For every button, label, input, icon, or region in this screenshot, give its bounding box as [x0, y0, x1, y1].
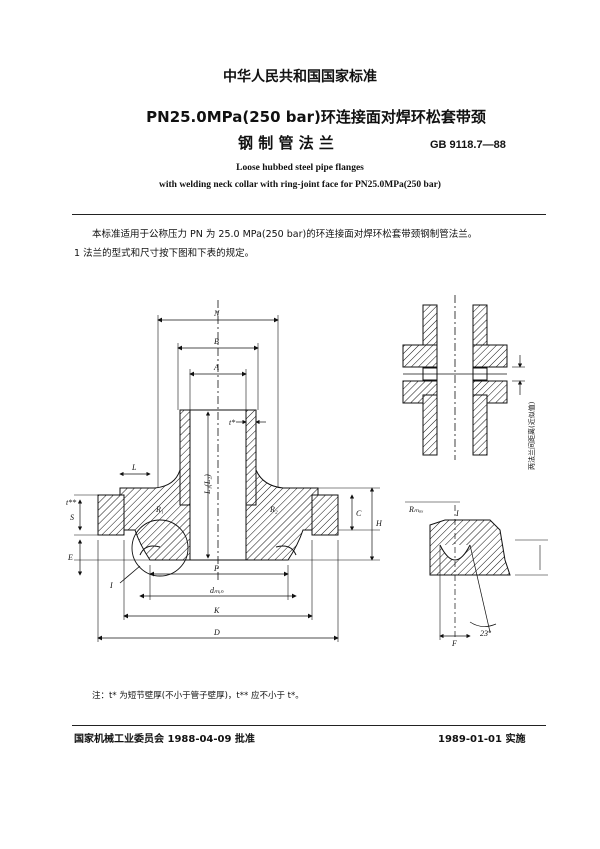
standard-code: GB 9118.7—88	[430, 139, 506, 151]
detail-ref-I: I	[109, 581, 113, 590]
effective-date: 1989-01-01 实施	[438, 734, 526, 745]
dim-N: N	[213, 309, 220, 318]
dim-R2: R₂	[269, 505, 278, 514]
dim-dmin: dₘᵢₙ	[210, 586, 224, 595]
english-title-line1: Loose hubbed steel pipe flanges	[236, 163, 364, 173]
detail-title-I: I	[455, 509, 459, 518]
dim-P: P	[213, 564, 219, 573]
dim-C: C	[356, 509, 362, 518]
dim-E: E	[67, 553, 73, 562]
footer-divider	[72, 725, 546, 726]
dim-D: D	[213, 628, 220, 637]
dim-t-star: t*	[229, 418, 235, 427]
dim-t-star2: t**	[66, 498, 76, 507]
main-section-view	[74, 300, 380, 642]
flange-gap-label: 两法兰间距离(近似值)	[527, 401, 536, 470]
dim-L: L	[131, 463, 137, 472]
footnote: 注：t* 为短节壁厚(不小于管子壁厚)，t** 应不小于 t*。	[92, 691, 304, 701]
detail-angle: 23°	[480, 629, 492, 638]
document-title-line2: 钢 制 管 法 兰	[238, 134, 334, 152]
dim-L1: L₁(L₂)	[203, 474, 212, 495]
dim-H: H	[375, 519, 383, 528]
header-divider	[72, 214, 546, 215]
assembly-view	[402, 295, 525, 460]
document-title-line1: PN25.0MPa(250 bar)环连接面对焊环松套带颈	[146, 108, 486, 126]
english-title-line2: with welding neck collar with ring-joint…	[159, 180, 441, 190]
dim-B: B	[214, 337, 219, 346]
detail-Rmax: Rₘₐₓ	[408, 505, 423, 514]
dim-A: A	[213, 363, 219, 372]
dim-R1: R₁	[155, 505, 164, 514]
intro-paragraph: 本标准适用于公称压力 PN 为 25.0 MPa(250 bar)的环连接面对焊…	[92, 229, 478, 240]
detail-F: F	[451, 639, 457, 648]
clause-1: 1 法兰的型式和尺寸按下图和下表的规定。	[74, 248, 255, 259]
dim-S: S	[70, 513, 74, 522]
org-title: 中华人民共和国国家标准	[223, 69, 377, 85]
detail-I-view	[405, 501, 548, 640]
dim-K: K	[213, 606, 220, 615]
approval-text: 国家机械工业委员会 1988-04-09 批准	[74, 734, 255, 745]
